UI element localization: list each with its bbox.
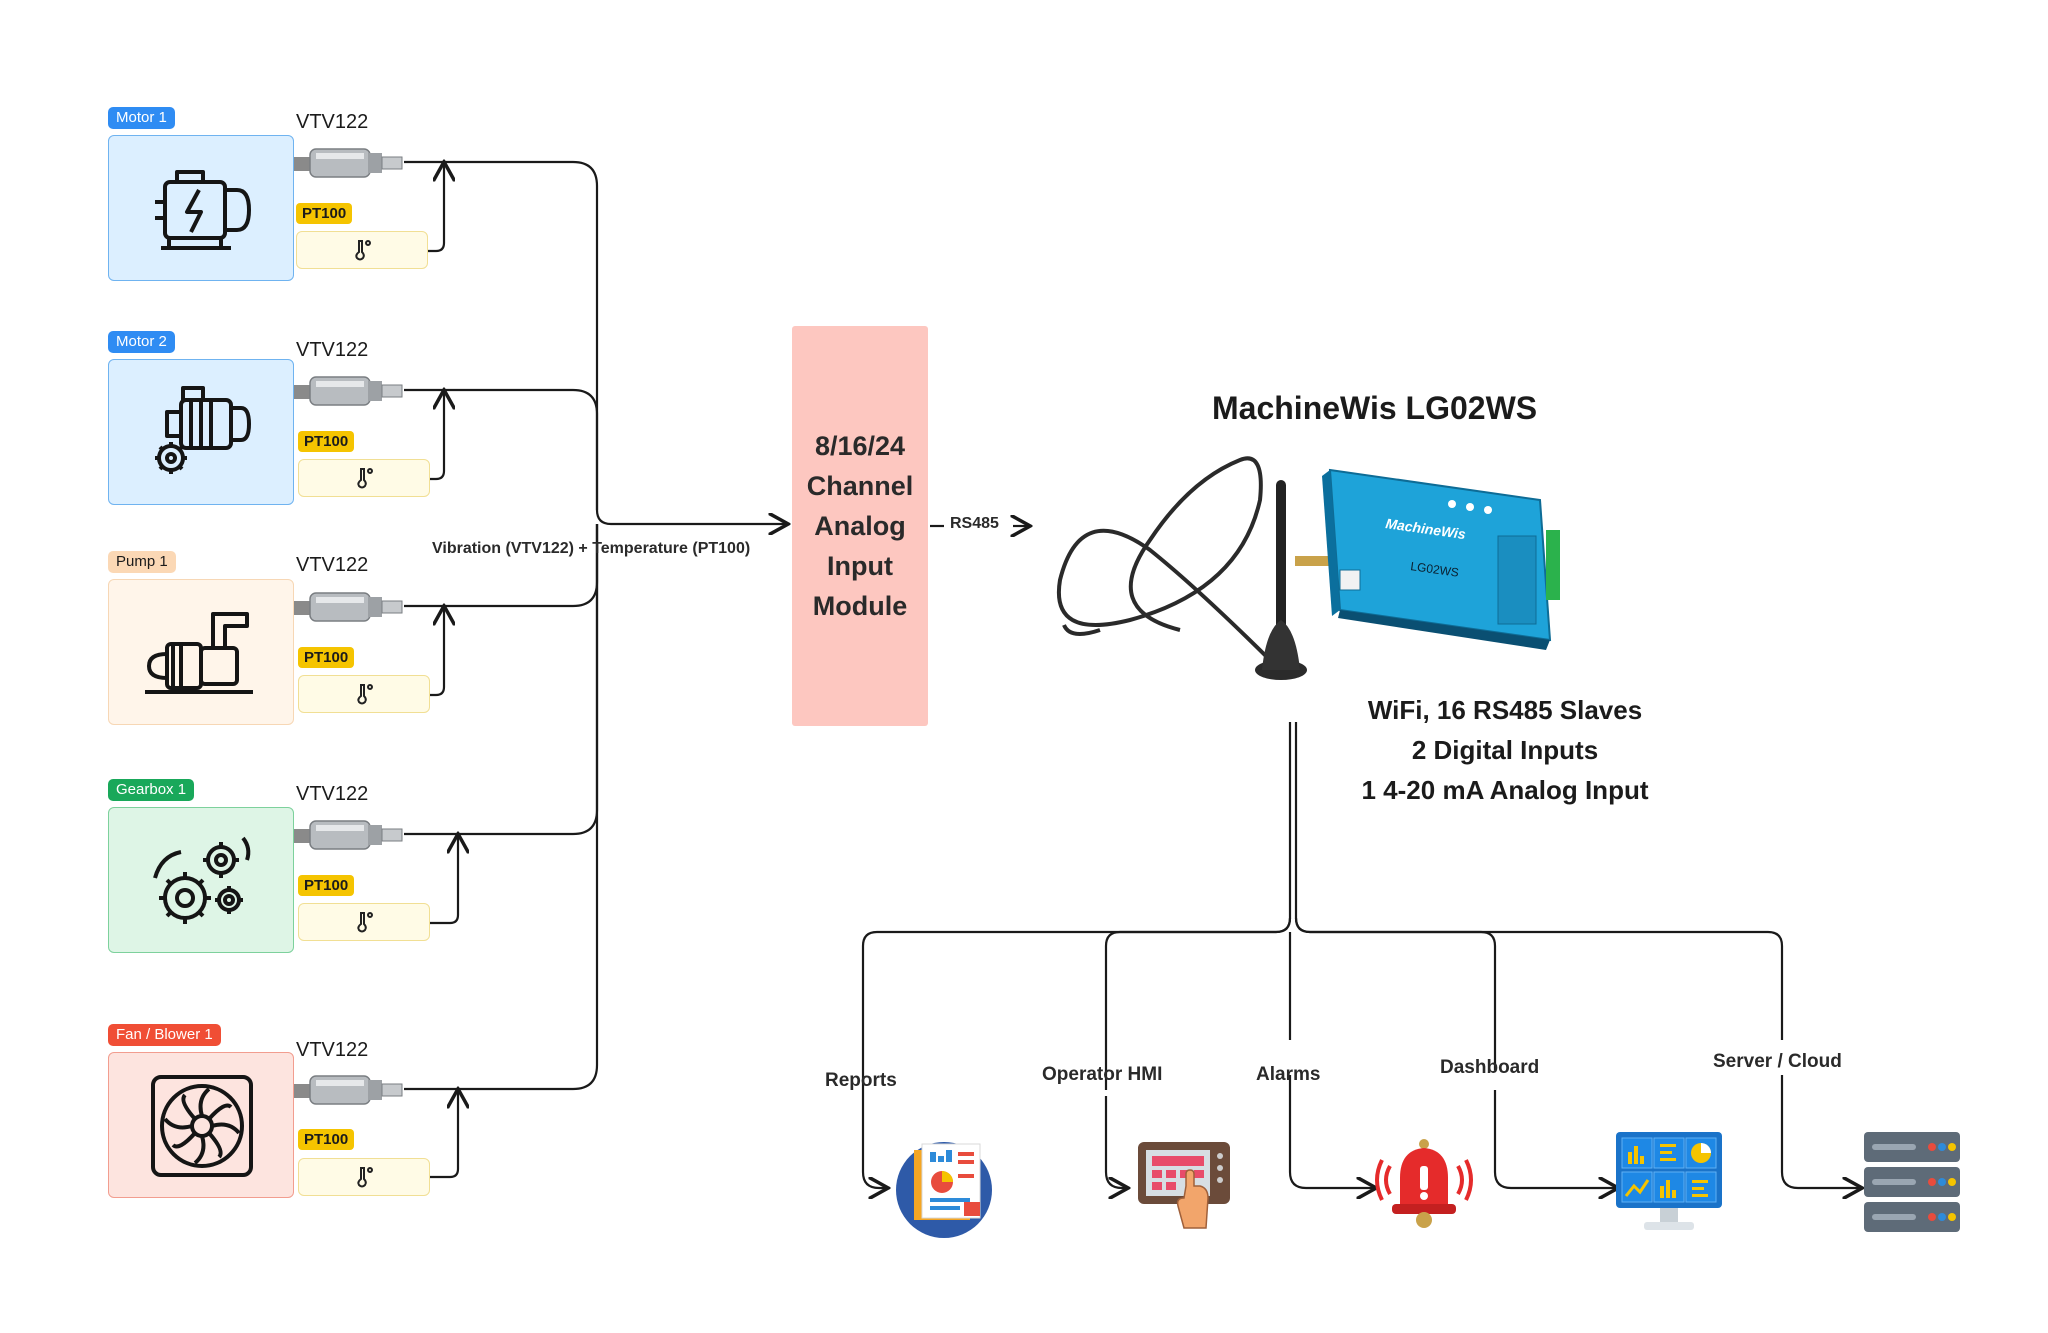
vibration-sensor-icon: [294, 1075, 403, 1105]
gateway-title: MachineWis LG02WS: [1212, 390, 1538, 426]
vibration-sensor-icon: [294, 148, 403, 178]
machine-card: [108, 579, 294, 725]
reports-icon: [896, 1142, 992, 1238]
spec-line: WiFi, 16 RS485 Slaves: [1367, 695, 1643, 725]
bus-label: Vibration (VTV122) + Temperature (PT100): [432, 540, 751, 557]
thermometer-icon: [357, 1167, 373, 1188]
fan-icon: [151, 1075, 253, 1177]
sensor-label: VTV122: [296, 1039, 369, 1061]
output-label-dashboard: Dashboard: [1440, 1057, 1540, 1078]
pt100-sensor-box: [298, 1158, 430, 1196]
vibration-sensor-icon: [294, 592, 403, 622]
machine-card: [108, 359, 294, 505]
output-label-operator-hmi: Operator HMI: [1042, 1064, 1163, 1085]
output-label-server-cloud: Server / Cloud: [1713, 1051, 1842, 1072]
machine-card: [108, 1052, 294, 1198]
thermometer-icon: [355, 240, 371, 261]
thermometer-icon: [357, 684, 373, 705]
electric-motor-icon: [155, 170, 251, 250]
server-rack-icon: [1864, 1132, 1960, 1232]
machine-card: [108, 807, 294, 953]
thermometer-icon: [357, 912, 373, 933]
spec-line: 2 Digital Inputs: [1411, 735, 1599, 765]
module-line: Input: [827, 551, 893, 581]
pt100-sensor-box: [298, 459, 430, 497]
output-label-reports: Reports: [825, 1070, 897, 1091]
pt100-tag: PT100: [298, 875, 355, 896]
module-line: 8/16/24: [814, 431, 906, 461]
machine-tag: Motor 2: [108, 331, 175, 353]
machine-card: [108, 135, 294, 281]
sensor-label: VTV122: [296, 554, 369, 576]
pt100-tag: PT100: [298, 1129, 355, 1150]
sensor-label: VTV122: [296, 111, 369, 133]
rs485-label: RS485: [950, 515, 999, 532]
pt100-sensor-box: [298, 675, 430, 713]
motor-gear-icon: [155, 386, 251, 474]
output-label-alarms: Alarms: [1256, 1064, 1321, 1085]
dashboard-monitor-icon: [1616, 1132, 1722, 1230]
hmi-panel-icon: [1138, 1142, 1230, 1229]
pump-icon: [145, 612, 253, 694]
vibration-sensor-icon: [294, 820, 403, 850]
pt100-tag: PT100: [298, 647, 355, 668]
vibration-sensor-icon: [294, 376, 403, 406]
module-line: Analog: [814, 511, 906, 541]
machine-tag: Motor 1: [108, 107, 175, 129]
machine-tag: Gearbox 1: [108, 779, 195, 801]
pt100-sensor-box: [298, 903, 430, 941]
module-line: Module: [812, 591, 908, 621]
module-line: Channel: [806, 471, 914, 501]
gears-icon: [153, 836, 251, 924]
machine-tag: Fan / Blower 1: [108, 1024, 221, 1046]
pt100-tag: PT100: [298, 431, 355, 452]
pt100-tag: PT100: [296, 203, 353, 224]
gateway-specs: WiFi, 16 RS485 Slaves 2 Digital Inputs 1…: [1310, 690, 1700, 810]
analog-input-module: 8/16/24 Channel Analog Input Module: [792, 326, 928, 726]
thermometer-icon: [357, 468, 373, 489]
spec-line: 1 4-20 mA Analog Input: [1361, 775, 1649, 805]
alarm-bell-icon: [1375, 1139, 1473, 1228]
machine-tag: Pump 1: [108, 551, 176, 573]
sensor-label: VTV122: [296, 339, 369, 361]
sensor-label: VTV122: [296, 783, 369, 805]
device-model: LG02WS: [1410, 559, 1460, 580]
pt100-sensor-box: [296, 231, 428, 269]
gateway-device-image: MachineWis LG02WS: [1056, 456, 1560, 680]
